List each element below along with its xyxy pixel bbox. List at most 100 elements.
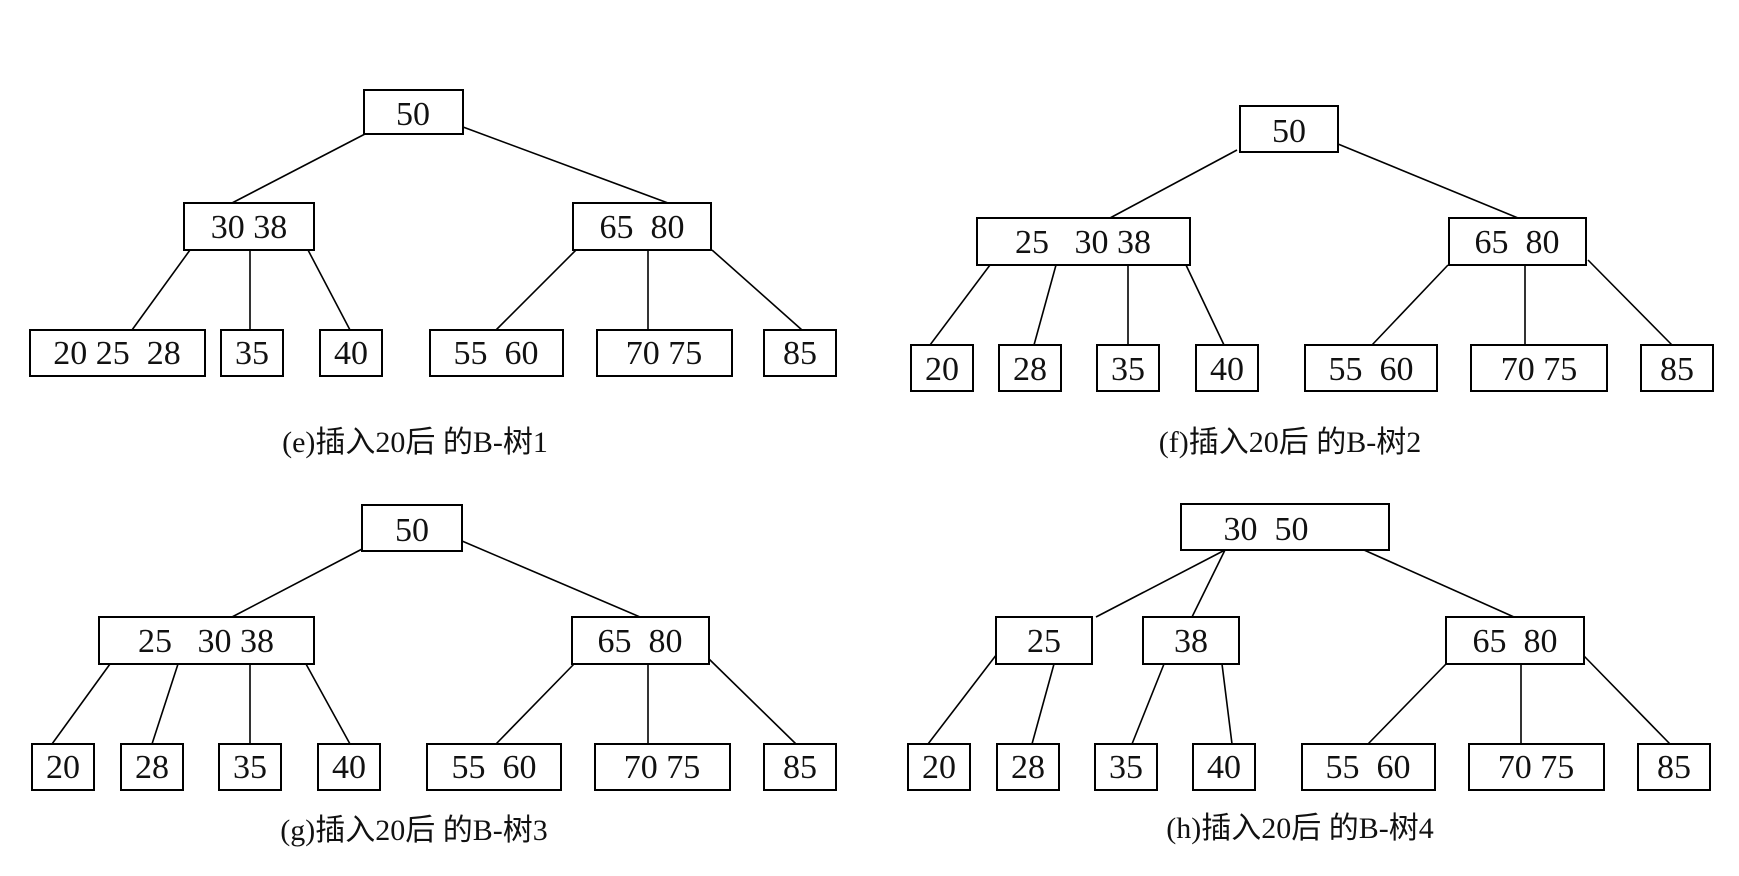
leaf-node: 85 [763, 743, 837, 791]
leaf-node: 55 60 [429, 329, 564, 377]
node-keys: 40 [1210, 351, 1244, 388]
edge [1371, 264, 1449, 346]
node-keys: 85 [783, 335, 817, 372]
leaf-node: 40 [1195, 344, 1259, 392]
node-keys: 50 [395, 512, 429, 549]
node-keys: 35 [235, 335, 269, 372]
edge [1131, 663, 1165, 745]
internal-node: 25 30 38 [976, 217, 1191, 266]
node-keys: 20 25 28 [53, 335, 181, 372]
leaf-node: 20 [910, 344, 974, 392]
edge [1109, 149, 1238, 219]
leaf-node: 40 [319, 329, 383, 377]
internal-node: 65 80 [1445, 616, 1585, 665]
edge [305, 663, 351, 745]
leaf-node: 35 [218, 743, 282, 791]
node-keys: 55 60 [452, 749, 537, 786]
internal-node: 25 30 38 [98, 616, 315, 665]
leaf-node: 20 [31, 743, 95, 791]
leaf-node: 35 [1096, 344, 1160, 392]
edge [1363, 549, 1515, 618]
leaf-node: 40 [1192, 743, 1256, 791]
node-keys: 70 75 [1498, 749, 1575, 786]
node-keys: 65 80 [1473, 623, 1558, 660]
diagram-caption: (g)插入20后 的B-树3 [280, 814, 547, 847]
root-node: 50 [1239, 105, 1339, 153]
edge [495, 249, 577, 331]
node-keys: 65 80 [1475, 224, 1560, 261]
leaf-node: 85 [763, 329, 837, 377]
leaf-node: 70 75 [1470, 344, 1608, 392]
leaf-node: 28 [120, 743, 184, 791]
node-keys: 40 [1207, 749, 1241, 786]
edge [1031, 663, 1055, 745]
leaf-node: 70 75 [596, 329, 733, 377]
internal-node: 38 [1142, 616, 1240, 665]
leaf-node: 35 [1094, 743, 1158, 791]
diagram-caption: (e)插入20后 的B-树1 [282, 426, 548, 459]
edge [462, 126, 669, 204]
node-keys: 50 [1272, 113, 1306, 150]
node-keys: 40 [332, 749, 366, 786]
node-keys: 20 [46, 749, 80, 786]
edge [929, 264, 991, 346]
node-keys: 55 60 [1329, 351, 1414, 388]
internal-node: 65 80 [572, 202, 712, 251]
node-keys: 28 [135, 749, 169, 786]
edge [1337, 143, 1519, 219]
internal-node: 25 [995, 616, 1093, 665]
root-node: 50 [361, 504, 463, 552]
edge [1191, 549, 1226, 618]
edge [307, 249, 351, 331]
internal-node: 65 80 [1448, 217, 1587, 266]
diagram-g: 50 25 30 38 65 80 20 28 35 40 55 60 [31, 504, 837, 847]
edge [151, 663, 179, 745]
leaf-node: 70 75 [1468, 743, 1605, 791]
edge [231, 133, 366, 204]
node-keys: 40 [334, 335, 368, 372]
diagram-caption: (h)插入20后 的B-树4 [1166, 812, 1433, 845]
node-keys: 55 60 [454, 335, 539, 372]
edge [1095, 549, 1226, 618]
edge [1221, 663, 1233, 745]
edge [131, 249, 191, 331]
root-node: 50 [363, 89, 464, 135]
node-keys: 85 [783, 749, 817, 786]
root-node: 30 50 [1180, 503, 1390, 551]
node-keys: 28 [1013, 351, 1047, 388]
node-keys: 25 30 38 [1015, 224, 1151, 261]
edge [461, 540, 641, 618]
edge [707, 657, 797, 745]
edge [231, 547, 365, 618]
edge [1367, 663, 1447, 745]
leaf-node: 35 [220, 329, 284, 377]
node-keys: 35 [233, 749, 267, 786]
edge [711, 249, 803, 331]
node-keys: 28 [1011, 749, 1045, 786]
diagram-e: 50 30 38 65 80 20 25 28 35 40 55 60 [29, 89, 837, 459]
node-keys: 70 75 [626, 335, 703, 372]
internal-node: 30 38 [183, 202, 315, 251]
node-keys: 85 [1660, 351, 1694, 388]
diagram-h: 30 50 25 38 65 80 20 28 35 40 [907, 503, 1711, 845]
edge [927, 649, 1001, 745]
node-keys: 20 [925, 351, 959, 388]
edge [1583, 655, 1671, 745]
leaf-node: 55 60 [1301, 743, 1436, 791]
node-keys: 25 [1027, 623, 1061, 660]
edge [495, 663, 575, 745]
leaf-node: 85 [1637, 743, 1711, 791]
node-keys: 30 50 [1224, 511, 1309, 548]
node-keys: 25 30 38 [138, 623, 274, 660]
node-keys: 35 [1111, 351, 1145, 388]
node-keys: 38 [1174, 623, 1208, 660]
leaf-node: 40 [317, 743, 381, 791]
edge [1185, 264, 1225, 346]
leaf-node: 28 [998, 344, 1062, 392]
node-keys: 70 75 [1501, 351, 1578, 388]
edge [1587, 259, 1673, 346]
leaf-node: 85 [1640, 344, 1714, 392]
leaf-node: 20 [907, 743, 971, 791]
diagram-f: 50 25 30 38 65 80 20 28 35 40 55 60 [910, 105, 1714, 459]
